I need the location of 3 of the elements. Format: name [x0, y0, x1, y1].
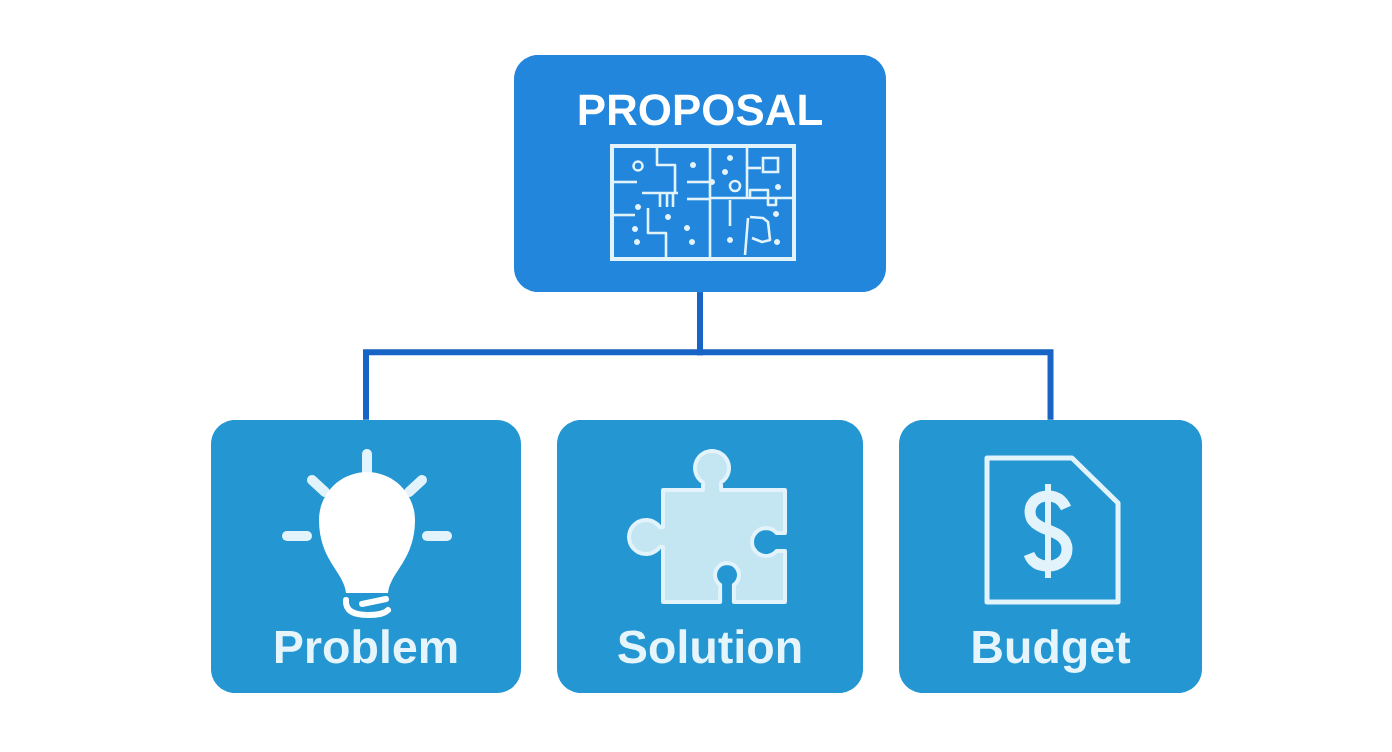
heading-box: PROPOSAL: [514, 55, 886, 292]
connector-line: [697, 292, 1054, 420]
topic-box: Budget: [899, 420, 1202, 693]
